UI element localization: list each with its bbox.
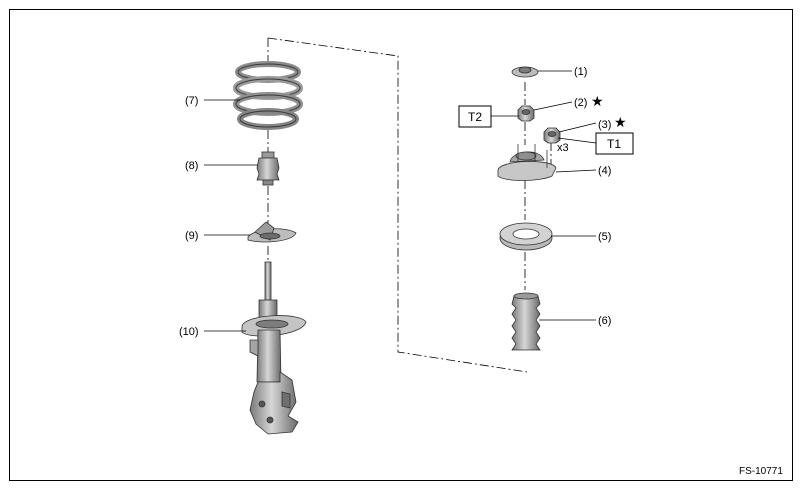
label-part-9: (9) [185,230,198,242]
spring-seat [247,221,297,243]
leader-lines [204,70,597,332]
star-icon-part-2: ★ [591,94,604,110]
quantity-label: x3 [557,142,569,154]
label-part-2: (2) [574,97,587,109]
strut-mount [497,144,557,181]
dust-boot [511,292,541,351]
star-icon-part-3: ★ [614,115,627,131]
bump-stop [256,151,280,186]
diagram-frame [9,9,793,481]
label-part-7: (7) [185,95,198,107]
label-part-3: (3) [598,119,611,131]
assembly-centerlines [267,37,552,373]
bearing [499,222,553,251]
dust-cap [511,66,539,78]
label-part-5: (5) [598,231,611,243]
self-locking-nut-2 [517,105,535,122]
torque-label-t2: T2 [468,110,482,124]
torque-box-t2 [458,105,492,128]
torque-box-t1 [595,132,634,155]
nut-3 [543,127,561,144]
label-part-4: (4) [598,165,611,177]
strut-assembly [241,261,307,435]
coil-spring [233,61,303,130]
label-part-1: (1) [574,66,587,78]
label-part-6: (6) [598,315,611,327]
label-part-8: (8) [185,160,198,172]
torque-label-t1: T1 [607,137,621,151]
figure-code: FS-10771 [739,466,783,477]
label-part-10: (10) [179,326,199,338]
